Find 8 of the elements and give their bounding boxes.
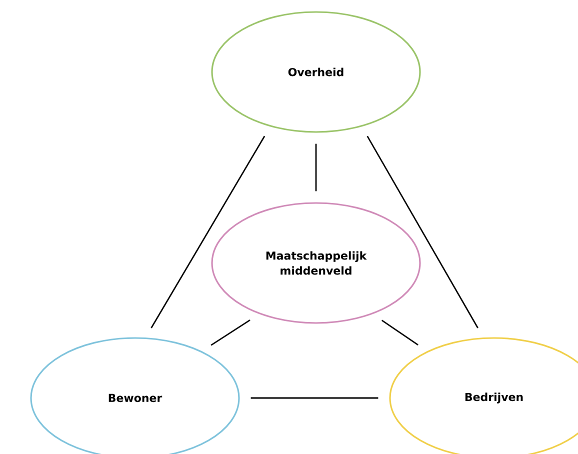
ellipse-node: Maatschappelijk middenveld — [211, 202, 421, 324]
connector-line — [210, 319, 250, 346]
ellipse-node: Overheid — [211, 11, 421, 133]
connector-line — [250, 397, 378, 399]
connector-line — [366, 136, 478, 328]
connector-line — [315, 144, 317, 192]
connector-line — [150, 136, 266, 328]
connector-line — [381, 320, 418, 346]
